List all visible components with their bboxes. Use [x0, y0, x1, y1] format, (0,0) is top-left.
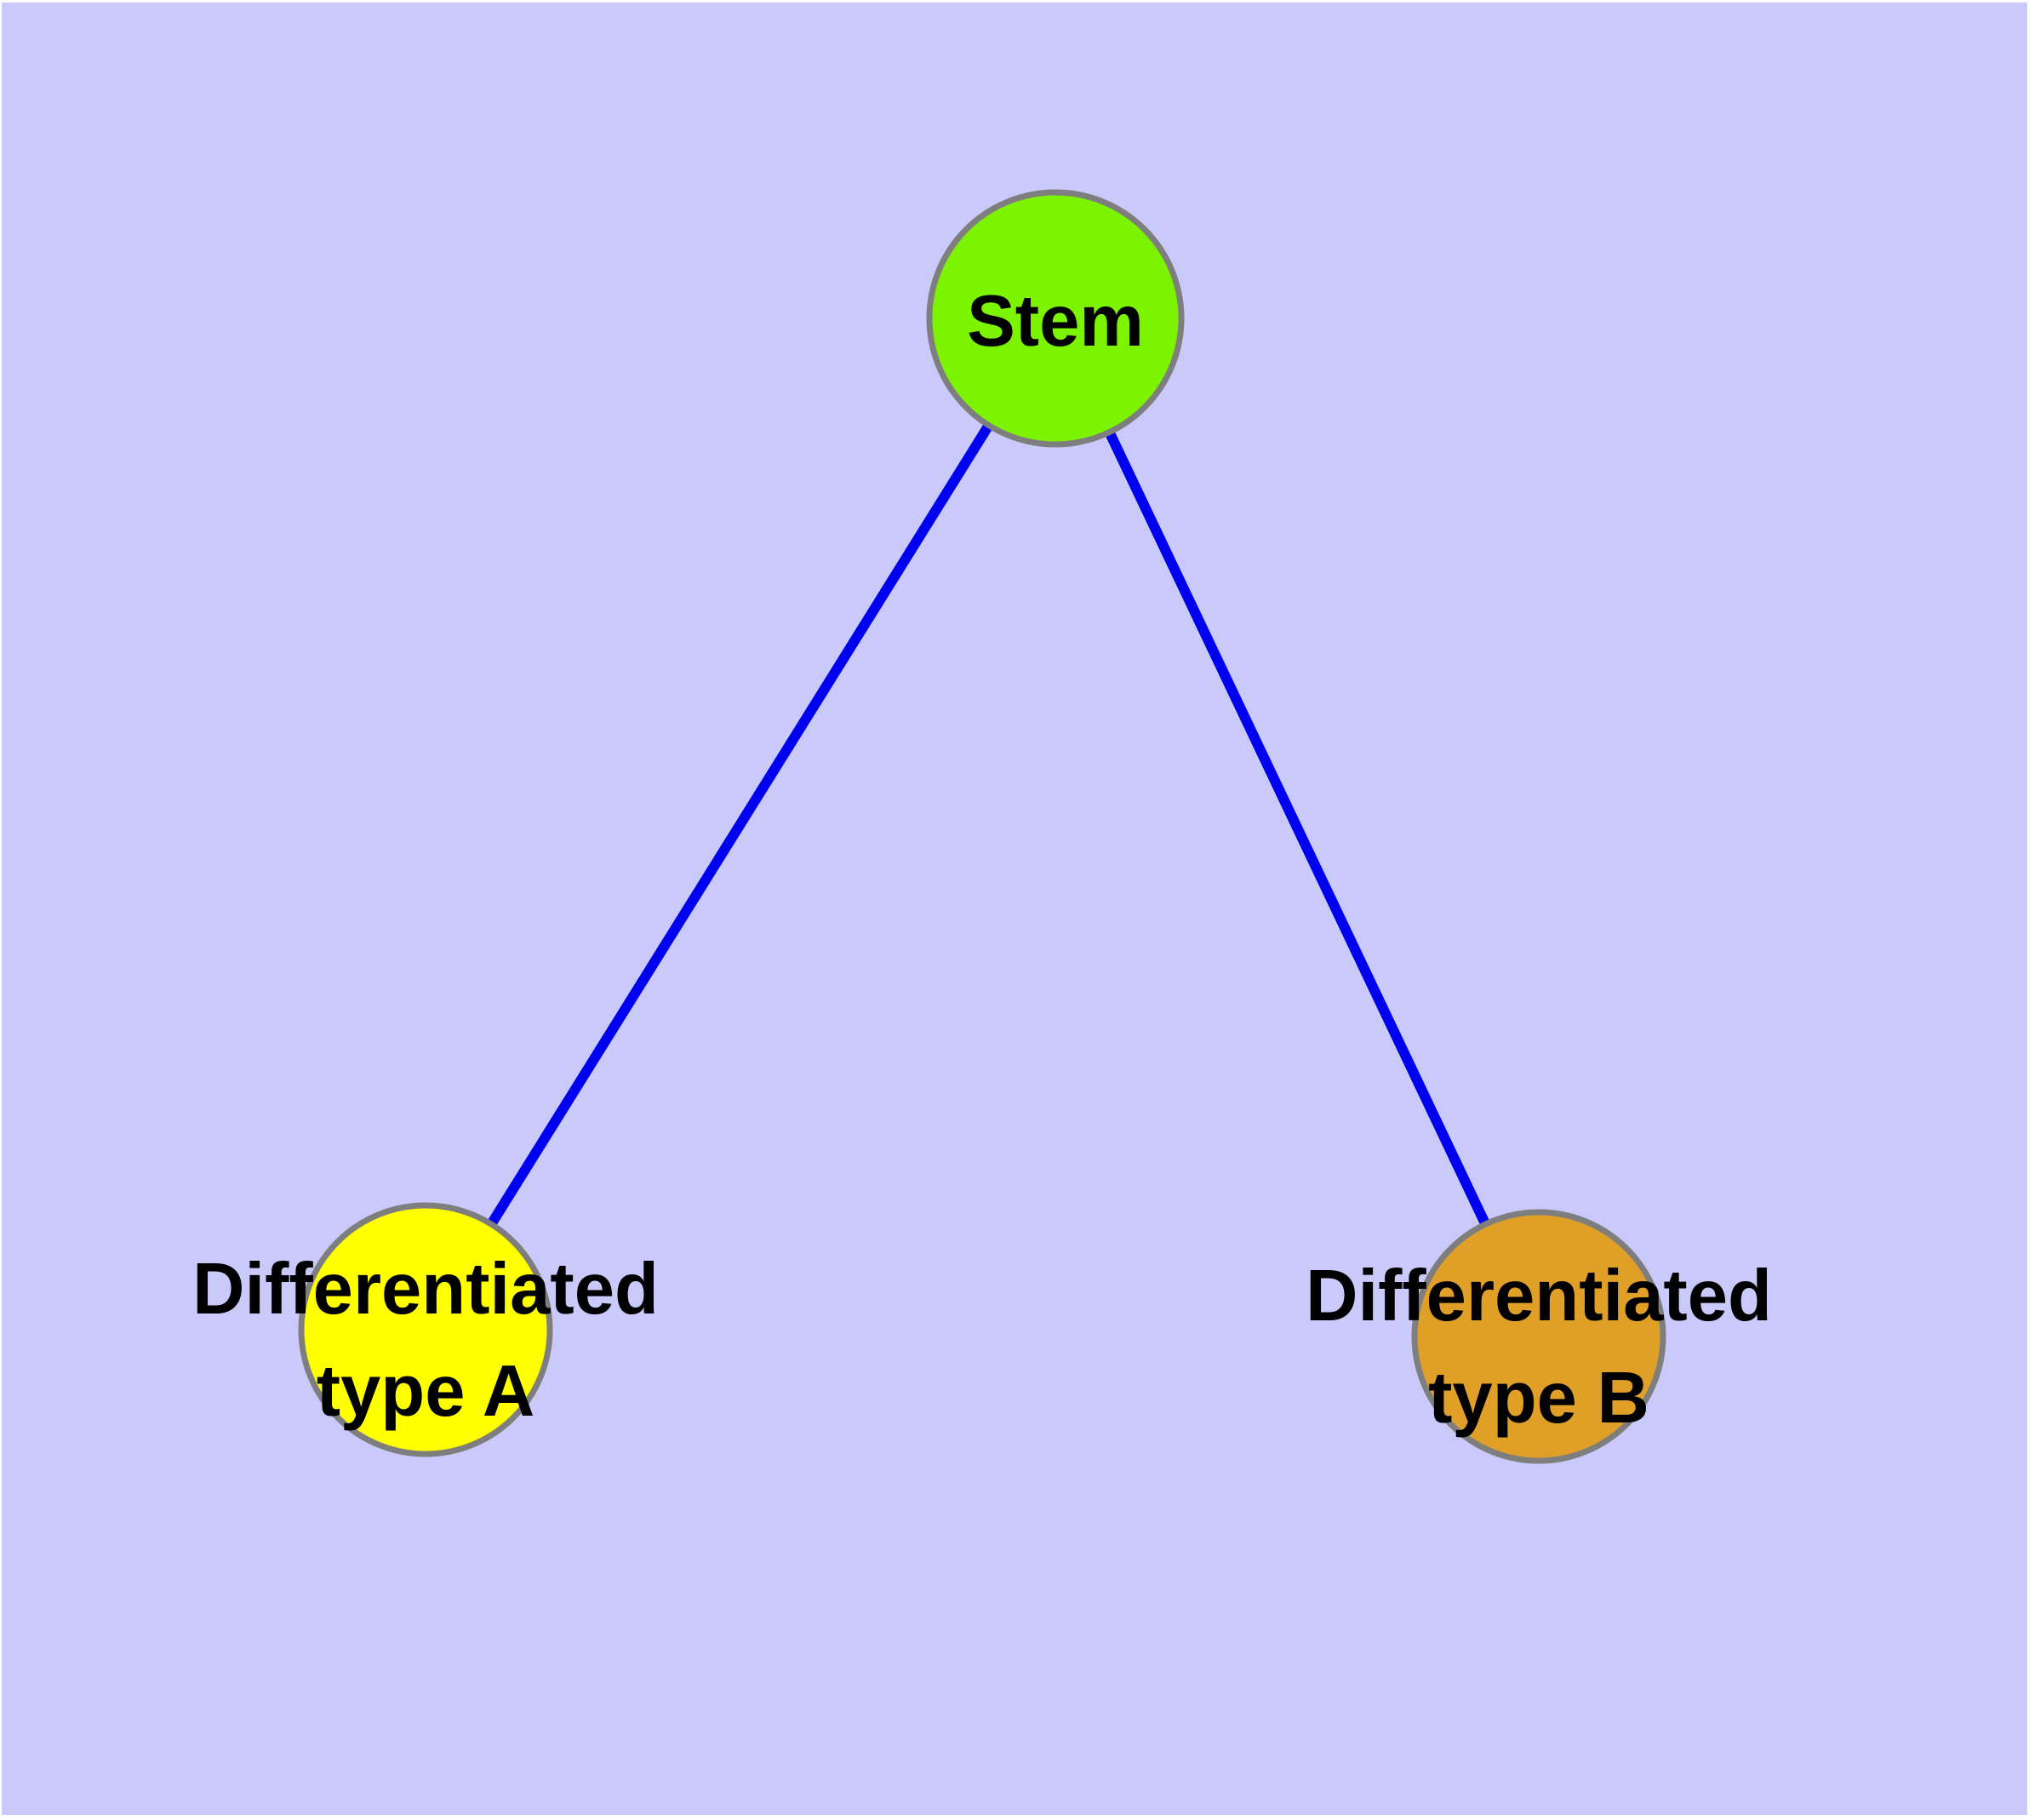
node-differentiated-type-a	[298, 1202, 553, 1457]
edge-stem-to-differentiated-type-b	[1050, 316, 1544, 1339]
node-differentiated-type-b-label-line1: Differentiated	[1306, 1256, 1772, 1336]
node-differentiated-type-a-label-line1: Differentiated	[192, 1249, 659, 1330]
node-differentiated-type-a-label-line2: type A	[317, 1351, 535, 1432]
edge-stem-to-differentiated-type-a	[420, 315, 1060, 1333]
node-stem-label: Stem	[967, 281, 1144, 362]
node-differentiated-type-b-label-line2: type B	[1428, 1358, 1649, 1439]
node-stem	[926, 189, 1185, 448]
node-differentiated-type-b	[1411, 1209, 1666, 1464]
